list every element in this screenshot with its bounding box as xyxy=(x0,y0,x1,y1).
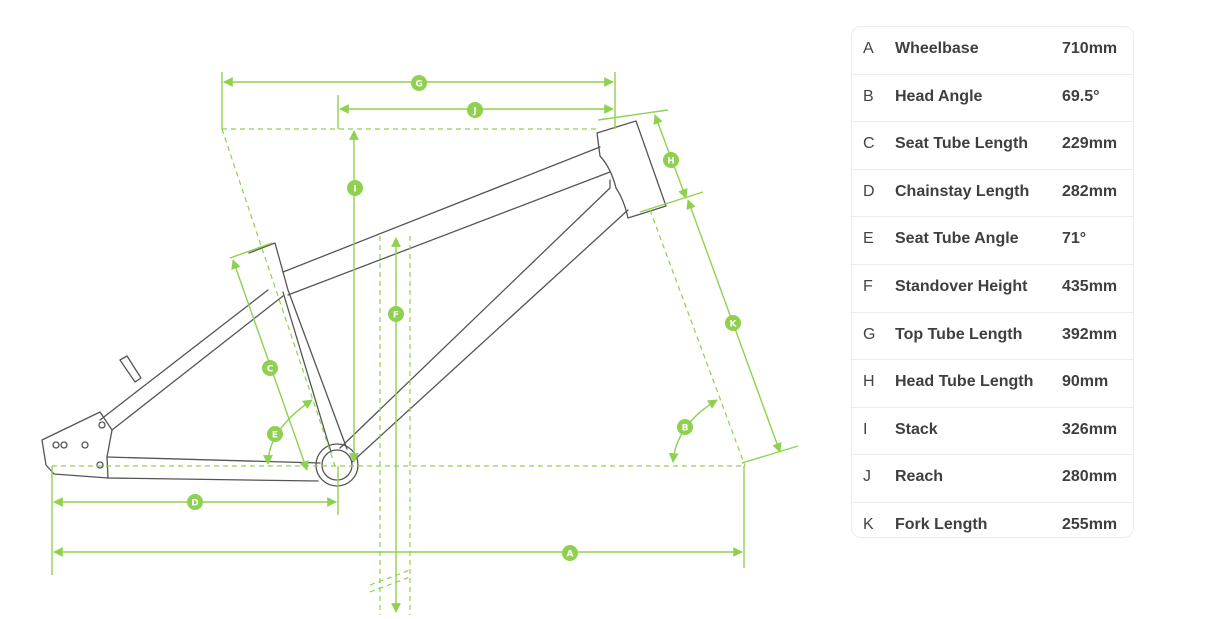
badge-h: H xyxy=(663,152,679,168)
row-letter: J xyxy=(863,468,871,486)
badge-d: D xyxy=(187,494,203,510)
row-letter: A xyxy=(863,40,874,57)
dimension-badges: G J I F C E D A H K B xyxy=(187,75,741,561)
geometry-row-standover-height: F Standover Height 435mm xyxy=(852,265,1133,313)
row-value: 326mm xyxy=(1062,420,1118,438)
geometry-row-reach: J Reach 280mm xyxy=(852,455,1133,503)
row-letter: K xyxy=(863,515,874,533)
row-name: Head Angle xyxy=(895,87,983,105)
svg-text:I: I xyxy=(353,185,356,195)
svg-text:D: D xyxy=(191,499,198,509)
badge-j: J xyxy=(467,102,483,118)
row-name: Head Tube Length xyxy=(895,373,1034,391)
geometry-row-seat-tube-length: C Seat Tube Length 229mm xyxy=(852,122,1133,170)
geometry-table: A Wheelbase 710mm B Head Angle 69.5° C Seat T… xyxy=(851,26,1134,538)
row-value: 229mm xyxy=(1062,135,1118,153)
frame-geometry-diagram: G J I F C E D A H K B xyxy=(41,72,799,615)
badge-b: B xyxy=(677,419,693,435)
row-name: Top Tube Length xyxy=(895,325,1023,343)
svg-text:B: B xyxy=(682,424,689,434)
badge-a: A xyxy=(562,545,578,561)
geometry-row-chainstay-length: D Chainstay Length 282mm xyxy=(852,170,1133,218)
row-value: 280mm xyxy=(1062,468,1118,486)
geometry-row-stack: I Stack 326mm xyxy=(852,408,1133,456)
badge-e: E xyxy=(267,426,283,442)
badge-f: F xyxy=(388,306,404,322)
badge-g: G xyxy=(411,75,427,91)
row-value: 255mm xyxy=(1062,515,1118,533)
row-name: Reach xyxy=(895,468,944,486)
row-value: 435mm xyxy=(1062,277,1118,295)
row-value: 710mm xyxy=(1062,40,1118,57)
row-name: Wheelbase xyxy=(895,40,979,57)
row-value: 71° xyxy=(1062,230,1087,248)
svg-text:H: H xyxy=(667,157,675,167)
svg-text:C: C xyxy=(267,365,274,375)
geometry-row-fork-length: K Fork Length 255mm xyxy=(852,503,1133,550)
row-letter: E xyxy=(863,230,874,248)
svg-text:E: E xyxy=(272,431,278,441)
row-name: Stack xyxy=(895,420,938,438)
geometry-row-wheelbase: A Wheelbase 710mm xyxy=(852,27,1133,75)
geometry-row-seat-tube-angle: E Seat Tube Angle 71° xyxy=(852,217,1133,265)
svg-text:F: F xyxy=(393,311,399,321)
row-name: Standover Height xyxy=(895,277,1028,295)
badge-c: C xyxy=(262,360,278,376)
geometry-row-top-tube-length: G Top Tube Length 392mm xyxy=(852,313,1133,361)
row-name: Chainstay Length xyxy=(895,182,1030,200)
row-value: 392mm xyxy=(1062,325,1118,343)
row-name: Seat Tube Angle xyxy=(895,230,1019,248)
geometry-row-head-tube-length: H Head Tube Length 90mm xyxy=(852,360,1133,408)
row-value: 69.5° xyxy=(1062,87,1100,105)
row-letter: B xyxy=(863,87,874,105)
svg-text:A: A xyxy=(567,550,574,560)
row-letter: F xyxy=(863,277,873,295)
row-letter: I xyxy=(863,420,868,438)
row-letter: G xyxy=(863,325,876,343)
row-letter: H xyxy=(863,373,875,391)
svg-text:G: G xyxy=(415,80,422,90)
svg-text:K: K xyxy=(730,320,738,330)
row-value: 282mm xyxy=(1062,182,1118,200)
geometry-row-head-angle: B Head Angle 69.5° xyxy=(852,75,1133,123)
badge-i: I xyxy=(347,180,363,196)
row-letter: D xyxy=(863,182,875,200)
row-name: Fork Length xyxy=(895,515,988,533)
row-value: 90mm xyxy=(1062,373,1109,391)
row-name: Seat Tube Length xyxy=(895,135,1029,153)
svg-text:J: J xyxy=(472,107,476,117)
badge-k: K xyxy=(725,315,741,331)
row-letter: C xyxy=(863,135,875,153)
dimension-lines xyxy=(51,72,799,615)
